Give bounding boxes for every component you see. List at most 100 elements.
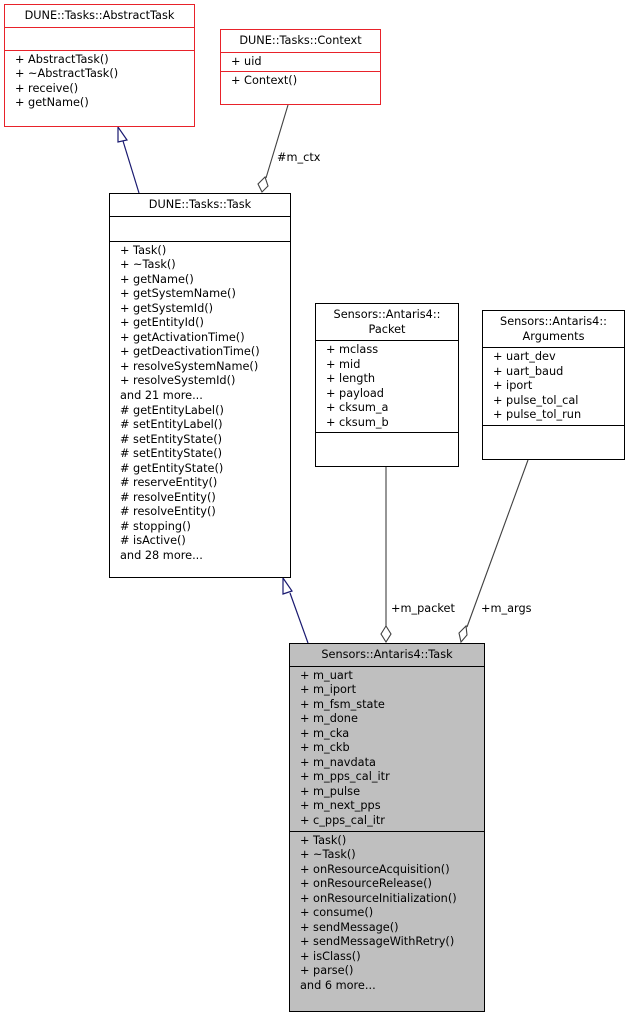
class-arguments[interactable]: Sensors::Antaris4::Arguments + uart_dev+… [482,310,625,460]
method-item: # getEntityLabel() [120,403,224,417]
methods-section [316,432,458,458]
method-item: # setEntityLabel() [120,418,223,432]
attributes-section: + uid [221,51,380,72]
attribute-item: + payload [326,386,384,400]
class-title: DUNE::Tasks::Context [221,30,380,52]
class-name: DUNE::Tasks::AbstractTask [24,9,175,22]
methods-section: + AbstractTask()+ ~AbstractTask()+ recei… [5,49,194,113]
class-name: Sensors::Antaris4:: [333,308,441,321]
class-abstract-task[interactable]: DUNE::Tasks::AbstractTask + AbstractTask… [4,4,195,127]
class-name: DUNE::Tasks::Task [148,198,252,211]
attribute-item: + c_pps_cal_itr [300,814,385,828]
edge-label-m-args: +m_args [481,602,532,615]
class-title: DUNE::Tasks::Task [110,194,290,216]
method-item: # reserveEntity() [120,476,218,490]
methods-section: + Context() [221,71,380,91]
method-item: + ~Task() [120,258,176,272]
method-item: + ~Task() [300,848,356,862]
attribute-item: + m_iport [300,683,357,697]
method-item: + parse() [300,964,354,978]
attribute-item: + uart_baud [493,364,564,378]
aggregation-diamond-context [257,175,269,193]
method-item: + getEntityId() [120,316,204,330]
class-title: Sensors::Antaris4::Task [290,644,484,666]
methods-section [483,424,624,450]
attribute-item: + m_next_pps [300,799,381,813]
method-item: + getName() [15,96,89,110]
method-item: + ~AbstractTask() [15,67,119,81]
attribute-item: + pulse_tol_run [493,408,582,422]
attribute-item: + cksum_b [326,415,389,429]
method-item: + AbstractTask() [15,52,109,66]
attribute-item: + m_navdata [300,755,376,769]
method-item: + consume() [300,906,374,920]
attribute-item: + uid [231,54,262,68]
methods-section: + Task()+ ~Task()+ onResourceAcquisition… [290,830,484,996]
method-item: + getSystemName() [120,287,236,301]
aggregation-edge-arguments [466,459,529,628]
method-item: # getEntityState() [120,461,224,475]
class-name: DUNE::Tasks::Context [239,34,362,47]
method-item: + resolveSystemName() [120,359,259,373]
class-antaris-task[interactable]: Sensors::Antaris4::Task + m_uart+ m_ipor… [289,643,485,1012]
attribute-item: + length [326,372,376,386]
class-title: DUNE::Tasks::AbstractTask [5,5,194,27]
attributes-section: + uart_dev+ uart_baud+ iport+ pulse_tol_… [483,347,624,425]
edge-label-m-ctx: #m_ctx [277,151,321,164]
class-title: Sensors::Antaris4::Arguments [483,311,624,347]
class-packet[interactable]: Sensors::Antaris4::Packet + mclass+ mid+… [315,303,459,467]
inheritance-edge-task-abstracttask [122,140,140,194]
attribute-item: + pulse_tol_cal [493,393,579,407]
method-item: + getSystemId() [120,301,214,315]
class-name: Sensors::Antaris4:: [500,315,607,328]
attribute-item: + m_fsm_state [300,697,385,711]
attribute-item: + mid [326,357,361,371]
method-item: + isClass() [300,949,361,963]
method-item: + getName() [120,272,194,286]
method-item: + onResourceInitialization() [300,891,457,905]
method-item: # isActive() [120,534,186,548]
method-item: + Context() [231,74,298,88]
edge-label-m-packet: +m_packet [391,602,455,615]
class-context[interactable]: DUNE::Tasks::Context + uid + Context() [220,29,381,105]
attribute-item: + mclass [326,343,379,357]
aggregation-edge-context [265,104,289,179]
method-item: + sendMessage() [300,920,399,934]
method-item: + onResourceRelease() [300,877,432,891]
class-dune-task[interactable]: DUNE::Tasks::Task + Task()+ ~Task()+ get… [109,193,291,578]
attributes-section [110,215,290,241]
attribute-item: + cksum_a [326,401,389,415]
class-name: Arguments [522,329,585,343]
method-item: # resolveEntity() [120,505,216,519]
attribute-item: + m_pulse [300,784,361,798]
aggregation-diamond-arguments [458,624,468,644]
attribute-item: + iport [493,379,533,393]
inheritance-arrowhead-abstracttask [117,125,129,143]
method-item: # stopping() [120,519,191,533]
attribute-item: + m_uart [300,668,353,682]
inheritance-edge-antaris-task [289,592,309,644]
attribute-item: + m_done [300,712,358,726]
attributes-section [5,26,194,50]
method-item: and 28 more... [120,549,203,563]
attribute-item: + uart_dev [493,350,556,364]
methods-section: + Task()+ ~Task()+ getName()+ getSystemN… [110,240,290,566]
method-item: + Task() [300,833,347,847]
aggregation-diamond-packet [380,624,392,644]
attribute-item: + m_ckb [300,741,350,755]
attributes-section: + mclass+ mid+ length+ payload+ cksum_a+… [316,340,458,432]
method-item: + resolveSystemId() [120,374,236,388]
method-item: # resolveEntity() [120,490,216,504]
method-item: + Task() [120,243,167,257]
inheritance-arrowhead-task [282,576,293,595]
class-name: Sensors::Antaris4::Task [321,648,453,661]
method-item: + onResourceAcquisition() [300,862,450,876]
method-item: + receive() [15,81,79,95]
class-title: Sensors::Antaris4::Packet [316,304,458,340]
attribute-item: + m_pps_cal_itr [300,770,390,784]
method-item: and 21 more... [120,389,203,403]
method-item: # setEntityState() [120,447,223,461]
method-item: + sendMessageWithRetry() [300,935,455,949]
method-item: # setEntityState() [120,432,223,446]
